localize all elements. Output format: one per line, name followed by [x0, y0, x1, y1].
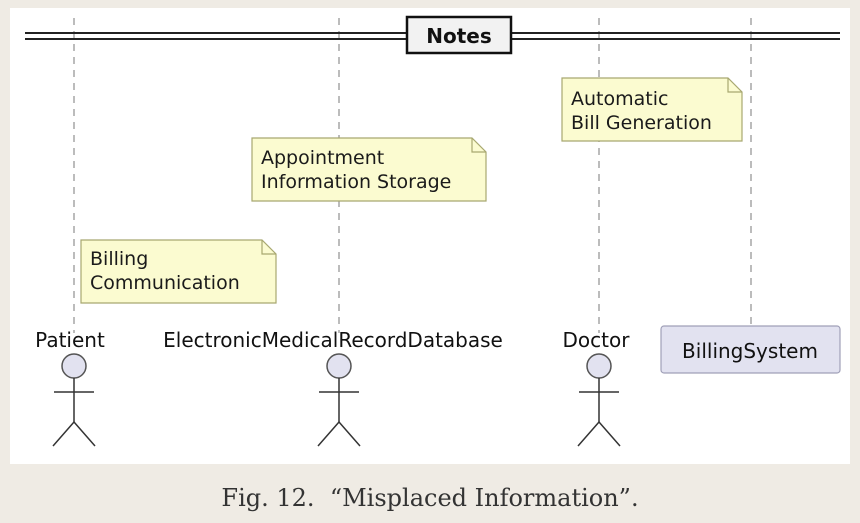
participant-box [660, 325, 841, 374]
note-line: Automatic [571, 88, 668, 110]
note-line: Bill Generation [571, 112, 712, 134]
note-billing-communication: Billing Communication [80, 239, 277, 304]
note-line: Appointment [261, 147, 384, 169]
note-corner-fold [261, 240, 276, 255]
actor-emr-database-icon [317, 353, 361, 447]
participant-label-doctor: Doctor [563, 328, 631, 352]
figure-caption: Fig. 12. “Misplaced Information”. [0, 484, 860, 512]
note-box [80, 239, 277, 304]
note-automatic-bill-generation: Automatic Bill Generation [561, 77, 743, 142]
divider-title-box [405, 15, 513, 55]
note-corner-fold [471, 138, 486, 153]
note-box [561, 77, 743, 142]
participant-label-emr-database: ElectronicMedicalRecordDatabase [163, 328, 503, 352]
figure-title: “Misplaced Information”. [329, 484, 639, 512]
note-appointment-information-storage: Appointment Information Storage [251, 137, 487, 202]
note-line: Communication [90, 272, 240, 294]
note-line: Information Storage [261, 171, 451, 193]
actor-doctor-icon [577, 353, 621, 447]
note-corner-fold [727, 78, 742, 93]
sequence-diagram: Notes Billing Communication Appointment … [25, 15, 841, 447]
diagram-canvas: Notes Billing Communication Appointment … [10, 8, 850, 464]
participant-billing-system: BillingSystem [660, 325, 841, 374]
note-line: Billing [90, 248, 148, 270]
divider-title: Notes [426, 24, 492, 48]
participant-label-patient: Patient [35, 328, 105, 352]
note-box [251, 137, 487, 202]
actor-patient-icon [52, 353, 96, 447]
figure-number: Fig. 12. [221, 484, 315, 512]
participant-label-billing-system: BillingSystem [682, 339, 818, 363]
notes-divider: Notes [25, 15, 840, 55]
